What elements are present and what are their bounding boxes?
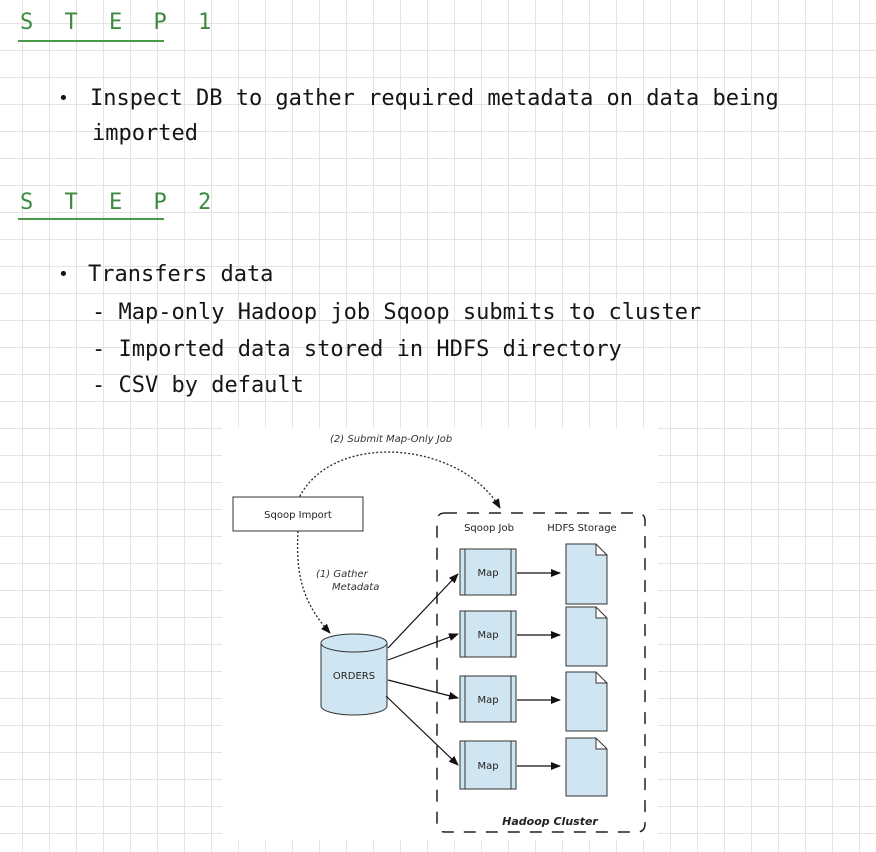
db-body	[320, 643, 388, 716]
map-label: Map	[477, 695, 498, 706]
step-1-heading: S T E P 1	[20, 10, 221, 35]
map-label: Map	[477, 761, 498, 772]
step-2-underline	[18, 218, 164, 220]
db-top	[320, 633, 388, 653]
map-box	[459, 740, 517, 790]
step-2-subitem-2: - Imported data stored in HDFS directory	[92, 337, 622, 362]
map-label: Map	[477, 630, 498, 641]
map-task-row: Map	[387, 606, 608, 667]
map-box	[459, 610, 517, 658]
file-icon	[565, 543, 608, 605]
bullet-dot: •	[58, 88, 69, 109]
map-label: Map	[477, 568, 498, 579]
gather-label-line-1: (1) Gather	[316, 569, 369, 580]
sqoop-job-header: Sqoop Job	[464, 523, 514, 534]
step-1-underline	[18, 40, 164, 42]
map-task-row: Map	[387, 671, 608, 732]
map-box	[459, 548, 517, 596]
db-label: ORDERS	[333, 671, 375, 682]
map-task-row: Map	[385, 695, 608, 797]
hadoop-cluster-boundary	[436, 512, 646, 833]
step-2-bullet-line: Transfers data	[88, 262, 274, 287]
step-2-subitem-3: - CSV by default	[92, 373, 304, 398]
submit-job-label: (2) Submit Map-Only Job	[330, 434, 452, 445]
file-icon	[565, 671, 608, 732]
db-to-map-arrow	[385, 695, 459, 766]
gather-metadata-arrow	[296, 530, 331, 634]
orders-database: ORDERS	[320, 633, 388, 716]
map-box	[459, 675, 517, 723]
step-2-heading: S T E P 2	[20, 190, 221, 215]
file-icon	[565, 606, 608, 667]
file-icon	[565, 737, 608, 797]
gather-label-line-2: Metadata	[332, 582, 379, 593]
bullet-dot: •	[58, 264, 69, 285]
map-task-row: Map	[387, 543, 608, 649]
hadoop-cluster-label: Hadoop Cluster	[502, 815, 598, 828]
step-1-bullet-line-2: imported	[92, 121, 198, 146]
step-2-subitem-1: - Map-only Hadoop job Sqoop submits to c…	[92, 300, 702, 325]
db-to-map-arrow	[387, 679, 459, 700]
hdfs-storage-header: HDFS Storage	[547, 523, 616, 534]
sqoop-import-label: Sqoop Import	[264, 510, 332, 521]
db-to-map-arrow	[387, 573, 459, 649]
db-to-map-arrow	[387, 633, 459, 661]
sqoop-import-box	[232, 496, 364, 532]
step-1-bullet-line-1: Inspect DB to gather required metadata o…	[90, 86, 779, 111]
submit-job-arrow	[297, 451, 501, 509]
